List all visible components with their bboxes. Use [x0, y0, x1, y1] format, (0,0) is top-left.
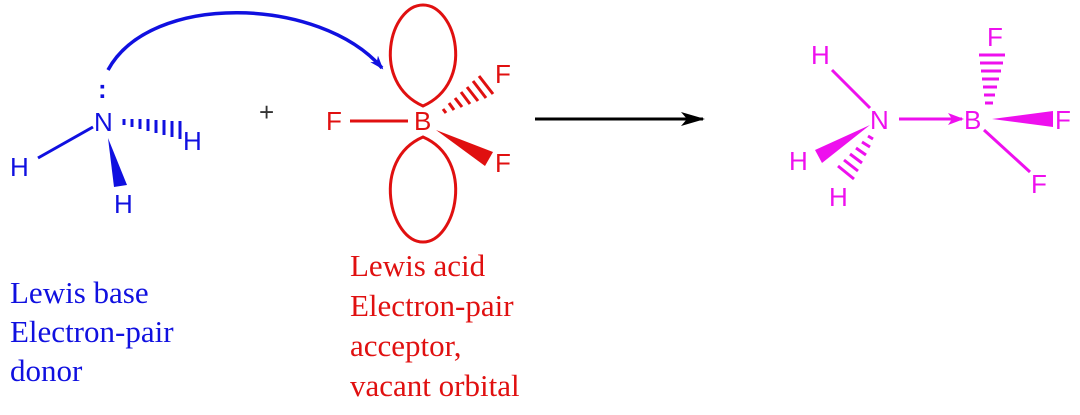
plus-sign: +: [259, 97, 274, 127]
caption-line: vacant orbital: [350, 368, 520, 403]
adduct-n-h-wedge-bond: [815, 125, 870, 163]
boron-trifluoride-molecule: B F F F: [326, 3, 511, 244]
adduct-n-h-hashed-bond: [837, 134, 874, 181]
adduct-boron: B: [964, 105, 981, 135]
bf3-fluorine-hashed: F: [495, 59, 511, 89]
caption-line: Lewis base: [10, 275, 149, 310]
adduct-hydrogen-top: H: [811, 40, 830, 70]
ammonia-molecule: : N H H H: [10, 74, 202, 219]
ammonia-nitrogen: N: [94, 107, 113, 137]
caption-line: Electron-pair: [10, 314, 174, 349]
adduct-fluorine-bottom: F: [1031, 169, 1047, 199]
ammonia-hydrogen-wedge: H: [114, 189, 133, 219]
adduct-b-f-wedge-bond: [992, 111, 1053, 127]
empty-p-orbital-top: [388, 3, 458, 108]
lone-pair-dots: :: [98, 74, 107, 104]
adduct-b-f-bond-bottom: [982, 128, 1032, 174]
caption-line: acceptor,: [350, 328, 461, 363]
empty-p-orbital-bottom: [388, 135, 458, 244]
adduct-fluorine-top: F: [987, 22, 1003, 52]
adduct-hydrogen-hashed: H: [829, 182, 848, 212]
caption-line: Lewis acid: [350, 248, 486, 283]
adduct-molecule: H H H N B F F F: [789, 22, 1071, 212]
caption-line: donor: [10, 353, 83, 388]
n-h-wedge-bond: [108, 138, 127, 187]
adduct-hydrogen-wedge: H: [789, 146, 808, 176]
n-h-bond-left: [37, 125, 94, 160]
lewis-base-caption: Lewis base Electron-pair donor: [10, 275, 174, 388]
b-f-hashed-bond: [441, 75, 495, 114]
lewis-acid-caption: Lewis acid Electron-pair acceptor, vacan…: [350, 248, 520, 403]
bf3-fluorine-wedge: F: [495, 148, 511, 178]
electron-pair-arrow: [106, 11, 384, 71]
adduct-nitrogen: N: [870, 105, 889, 135]
ammonia-hydrogen-hashed: H: [183, 126, 202, 156]
adduct-n-h-bond-top: [830, 68, 872, 110]
n-h-hashed-bond: [122, 119, 182, 139]
bf3-boron: B: [414, 106, 431, 136]
adduct-b-f-hashed-bond: [979, 53, 1005, 105]
ammonia-hydrogen-left: H: [10, 152, 29, 182]
bf3-fluorine-left: F: [326, 106, 342, 136]
caption-line: Electron-pair: [350, 288, 514, 323]
b-f-wedge-bond: [436, 130, 493, 166]
adduct-fluorine-right: F: [1055, 105, 1071, 135]
